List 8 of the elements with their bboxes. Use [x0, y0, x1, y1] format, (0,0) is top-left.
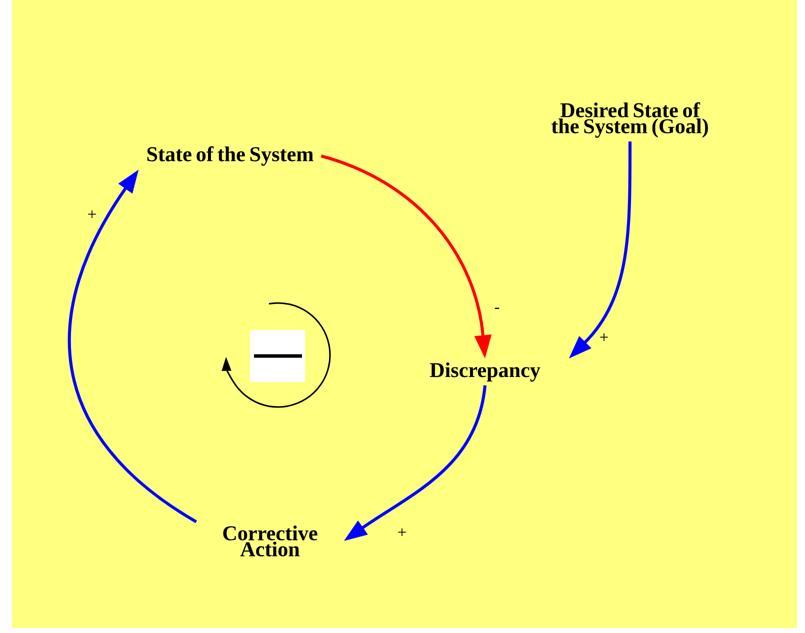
polarity-sign: + — [598, 332, 610, 344]
polarity-sign: + — [396, 527, 408, 539]
node-label: Corrective Action — [223, 526, 318, 556]
node-label: State of the System — [147, 146, 314, 166]
polarity-sign: - — [493, 306, 501, 314]
node-label: Desired State of the System (Goal) — [551, 102, 708, 138]
node-label: Discrepancy — [430, 362, 540, 382]
polarity-sign: + — [86, 209, 98, 221]
